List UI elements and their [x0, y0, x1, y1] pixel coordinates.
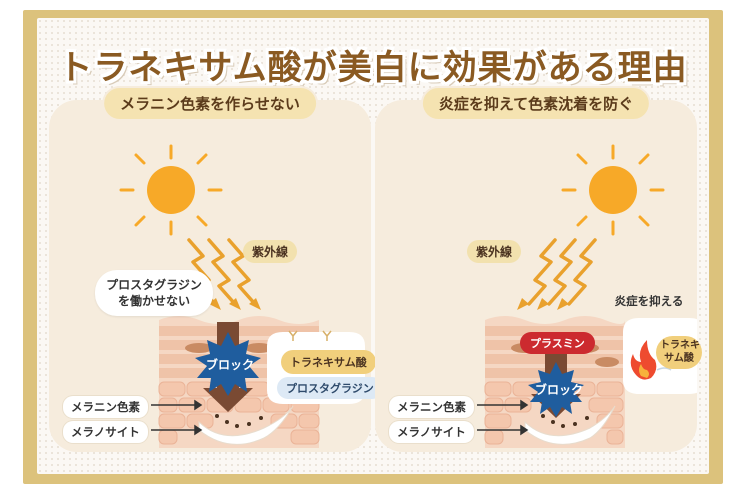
uv-rays-icon [527, 238, 597, 306]
tranexamic-acid-pill: トラネキサム酸 [281, 350, 376, 374]
panel-inhibit-melanin: メラニン色素を作らせない 紫外線 プロスタグラジン を働かせない ブロック トラ… [49, 88, 383, 452]
bubble-line-1: プロスタグラジン [106, 278, 202, 292]
block-label: ブロック [206, 358, 255, 372]
panel-reduce-inflammation: 炎症を抑えて色素沈着を防ぐ 紫外線 プラスミン ブロック 炎症を抑える トラネキ… [375, 88, 702, 452]
uv-label: 紫外線 [467, 240, 522, 263]
block-burst-icon [528, 362, 584, 417]
sun-icon [561, 144, 665, 236]
block-burst-icon [195, 332, 261, 396]
melanocyte-label: メラノサイト [389, 421, 474, 443]
prostaglandin-pill: プロスタグラジン [277, 377, 383, 399]
uv-label: 紫外線 [243, 240, 298, 263]
page-title: トラネキサム酸が美白に効果がある理由 [58, 48, 688, 88]
tranexamic-acid-pill: トラネキ サム酸 [656, 336, 702, 369]
flame-icon [630, 340, 657, 380]
speech-bubble-prostaglandin: プロスタグラジン を働かせない [95, 270, 213, 316]
sun-icon [119, 144, 223, 236]
left-panel-heading: メラニン色素を作らせない [104, 88, 316, 119]
tranexamic-line-2: サム酸 [664, 352, 694, 364]
plasmin-pill: プラスミン [520, 332, 595, 354]
melanin-label: メラニン色素 [389, 396, 474, 418]
outer-frame: トラネキサム酸が美白に効果がある理由 [23, 10, 723, 484]
bubble-line-2: を働かせない [117, 294, 190, 309]
melanocyte-label: メラノサイト [63, 421, 148, 443]
tranexamic-line-1: トラネキ [660, 340, 700, 351]
block-label: ブロック [535, 383, 584, 397]
right-panel-heading: 炎症を抑えて色素沈着を防ぐ [422, 88, 650, 119]
infographic-canvas: トラネキサム酸が美白に効果がある理由 [37, 18, 709, 474]
bubble-title: 炎症を抑える [614, 294, 684, 308]
melanin-label: メラニン色素 [63, 396, 148, 418]
